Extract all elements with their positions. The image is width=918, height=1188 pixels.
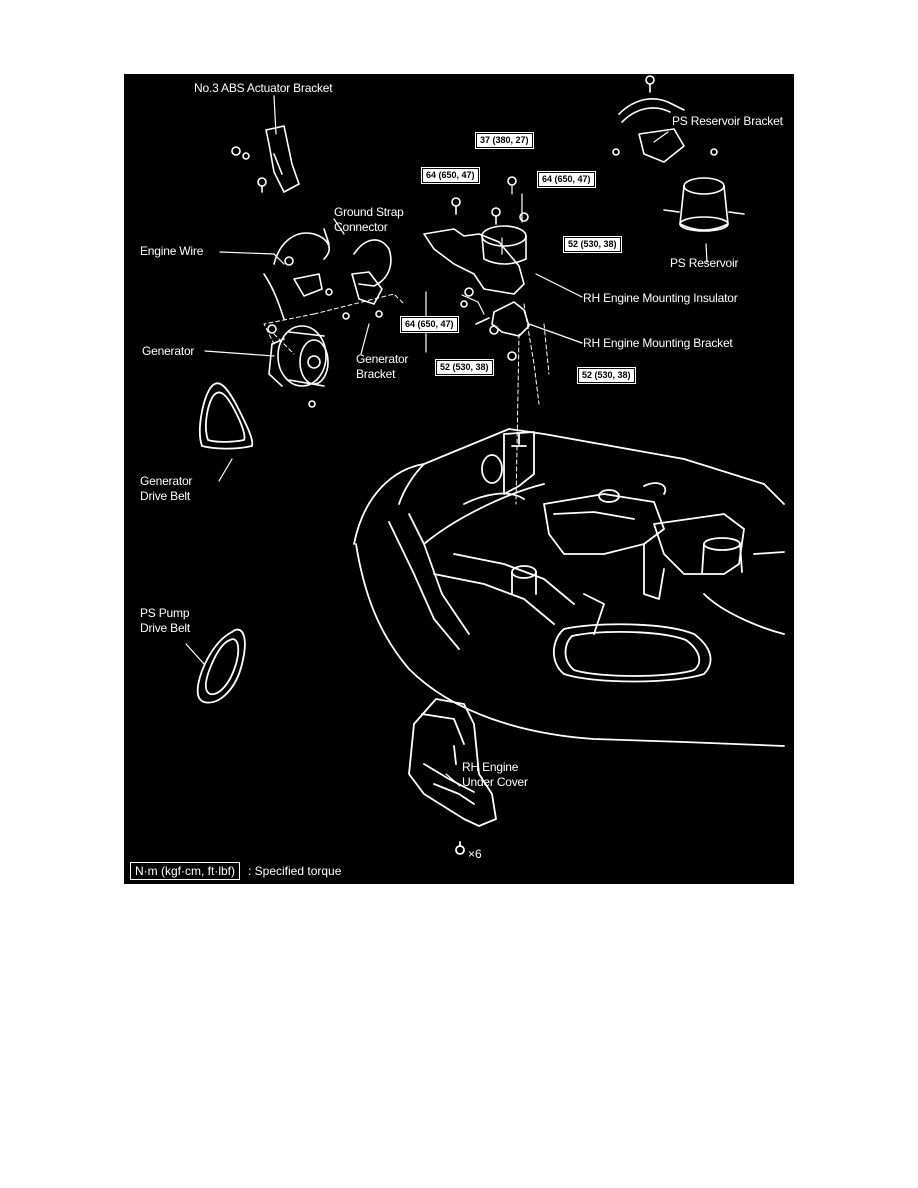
under-cover-art	[408, 698, 497, 855]
label-generator: Generator	[142, 344, 195, 358]
vehicle-body-art	[353, 428, 785, 747]
label-ps-reservoir: PS Reservoir	[670, 256, 739, 270]
ps-reservoir-bracket-art	[612, 75, 718, 163]
generator-belt-art	[199, 382, 254, 450]
label-rh-engine-under-cover: RH Engine Under Cover	[462, 760, 528, 790]
torque-37: 37 (380, 27)	[476, 133, 533, 148]
label-ground-strap-connector: Ground Strap Connector	[334, 205, 404, 235]
ps-pump-belt-art	[196, 628, 246, 704]
label-engine-wire: Engine Wire	[140, 244, 204, 258]
engine-wire-art	[263, 228, 392, 320]
torque-64-left: 64 (650, 47)	[422, 168, 479, 183]
label-ground-strap-line2: Connector	[334, 220, 388, 234]
label-generator-bracket: Generator Bracket	[356, 352, 408, 382]
torque-52-lower-right: 52 (530, 38)	[578, 368, 635, 383]
engine-mount-insulator-art	[423, 176, 529, 295]
label-gen-belt-line1: Generator	[140, 474, 193, 488]
ps-reservoir-art	[663, 177, 745, 232]
label-abs-actuator-bracket: No.3 ABS Actuator Bracket	[194, 81, 333, 95]
label-under-cover-line2: Under Cover	[462, 775, 528, 789]
engine-mount-bracket-art	[460, 287, 530, 361]
label-rh-engine-mounting-bracket: RH Engine Mounting Bracket	[583, 336, 733, 350]
torque-52-lower-left: 52 (530, 38)	[436, 360, 493, 375]
abs-bracket-art	[231, 125, 300, 193]
torque-52-upper: 52 (530, 38)	[564, 237, 621, 252]
label-ps-pump-drive-belt: PS Pump Drive Belt	[140, 606, 190, 636]
label-gen-belt-line2: Drive Belt	[140, 489, 191, 503]
label-generator-bracket-line1: Generator	[356, 352, 409, 366]
legend-unit-box: N·m (kgf·cm, ft·lbf)	[130, 862, 240, 880]
label-generator-bracket-line2: Bracket	[356, 367, 396, 381]
torque-64-right: 64 (650, 47)	[538, 172, 595, 187]
torque-64-lower: 64 (650, 47)	[401, 317, 458, 332]
label-ps-reservoir-bracket: PS Reservoir Bracket	[672, 114, 783, 128]
diagram-artwork	[185, 75, 785, 855]
exploded-diagram: No.3 ABS Actuator Bracket PS Reservoir B…	[124, 74, 794, 884]
dashed-guides	[263, 293, 550, 505]
leader-lines	[185, 95, 708, 787]
generator-art	[267, 324, 329, 408]
label-rh-engine-mounting-insulator: RH Engine Mounting Insulator	[583, 291, 738, 305]
label-ps-belt-line2: Drive Belt	[140, 621, 191, 635]
label-ps-belt-line1: PS Pump	[140, 606, 190, 620]
legend-text: : Specified torque	[248, 864, 342, 878]
label-generator-drive-belt: Generator Drive Belt	[140, 474, 192, 504]
label-under-cover-line1: RH Engine	[462, 760, 519, 774]
label-ground-strap-line1: Ground Strap	[334, 205, 404, 219]
bolt-count: ×6	[468, 847, 482, 861]
